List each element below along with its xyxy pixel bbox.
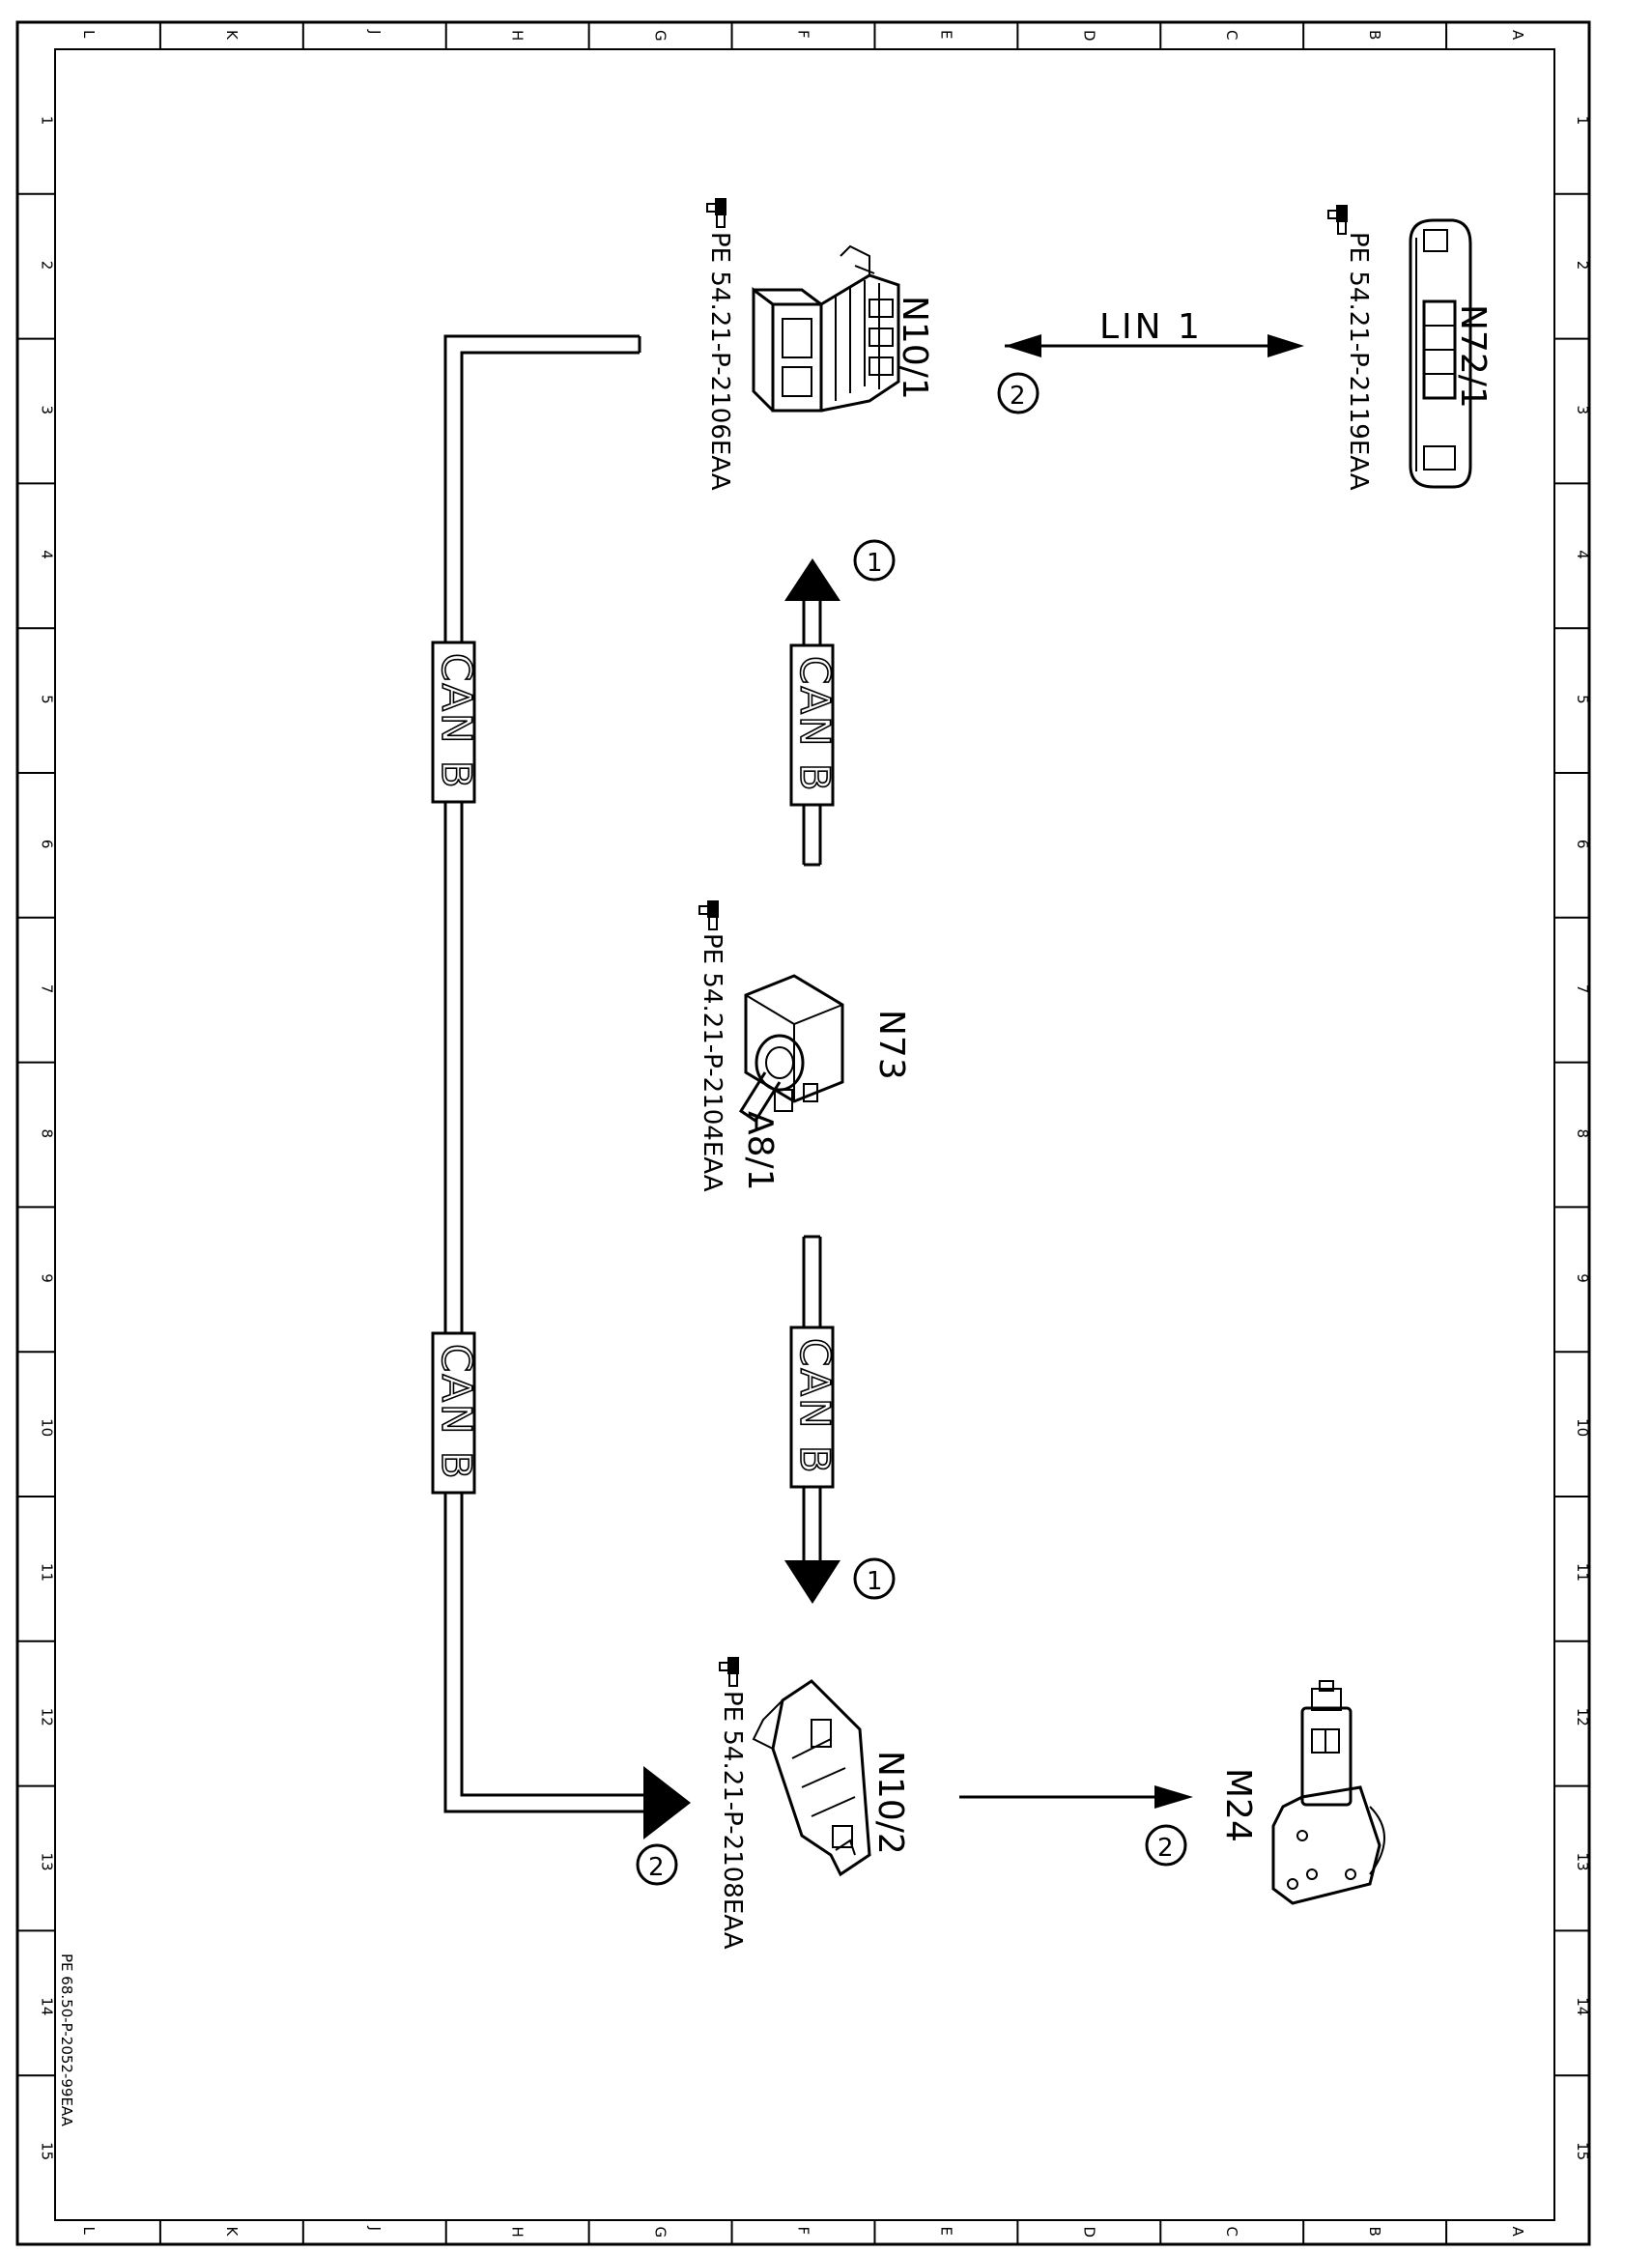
grid-column-label: C: [1223, 2227, 1240, 2237]
grid-column-label: F: [795, 2227, 812, 2236]
rear-module-icon: [752, 1679, 871, 1877]
grid-column-label: K: [223, 30, 241, 41]
grid-column-label: A: [1509, 2227, 1526, 2238]
grid-row-label: 12: [1574, 1708, 1591, 1726]
can-b-label-left-lower: CAN B: [433, 1344, 480, 1481]
n10-2-component[interactable]: N10/2 PE 54.21-P-2108EAA: [718, 1657, 910, 1950]
grid-column-label: J: [366, 2226, 384, 2231]
actuator-motor-icon: [1271, 1680, 1385, 1905]
grid-row-label: 3: [1574, 406, 1591, 415]
grid-row-label: 14: [39, 1997, 56, 2015]
grid-column-label: B: [1366, 2227, 1383, 2237]
n10-2-ref: PE 54.21-P-2108EAA: [718, 1691, 747, 1950]
n10-1-component[interactable]: N10/1 PE 54.21-P-2106EAA: [705, 198, 934, 491]
grid-row-label: 10: [39, 1418, 56, 1437]
grid-column-label: C: [1223, 30, 1240, 40]
grid-column-label: E: [937, 30, 954, 39]
m24-marker: 2: [1157, 1834, 1174, 1863]
grid-row-label: 7: [39, 984, 56, 994]
grid-column-label: H: [509, 2227, 527, 2238]
n72-1-component[interactable]: N72/1 PE 54.21-P-2119EAA: [1327, 205, 1493, 491]
grid-row-label: 14: [1574, 1997, 1591, 2015]
grid-row-label: 1: [1574, 116, 1591, 126]
grid-column-label: G: [652, 2227, 669, 2239]
grid-row-label: 3: [39, 406, 56, 415]
grid-row-label: 13: [1574, 1853, 1591, 1871]
grid-row-label: 15: [1574, 2142, 1591, 2160]
connector-module-icon: [752, 244, 900, 413]
lin1-label: LIN 1: [1099, 307, 1203, 347]
grid-column-label: D: [1080, 30, 1097, 42]
n73-ref: PE 54.21-P-2104EAA: [698, 933, 726, 1192]
grid-row-label: 6: [1574, 840, 1591, 849]
n73-component[interactable]: N73 A8/1 PE 54.21-P-2104EAA: [698, 900, 911, 1192]
grid-row-label: 9: [39, 1273, 56, 1283]
pointing-hand-icon: [1327, 205, 1348, 235]
n72-1-ref: PE 54.21-P-2119EAA: [1344, 232, 1373, 491]
n10-2-label: N10/2: [870, 1751, 910, 1855]
pointing-hand-icon: [719, 1657, 739, 1687]
grid-column-label: G: [652, 30, 669, 42]
grid-row-label: 10: [1574, 1418, 1591, 1437]
grid-row-label: 8: [39, 1129, 56, 1139]
can-b-label-left-upper: CAN B: [433, 653, 480, 790]
grid-row-label: 6: [39, 840, 56, 849]
grid-column-label: L: [80, 2227, 98, 2236]
control-panel-icon: [1409, 218, 1472, 489]
grid-column-label: L: [80, 30, 98, 39]
lin1-bus: LIN 1 2: [997, 307, 1304, 414]
ignition-switch-icon: [738, 974, 844, 1124]
inner-border: [54, 48, 1555, 2221]
grid-column-label: K: [223, 2227, 241, 2238]
grid-column-label: D: [1080, 2227, 1097, 2239]
can-b-up-arrow: CAN B 1: [784, 539, 896, 867]
grid-row-label: 5: [1574, 695, 1591, 704]
grid-column-label: B: [1366, 30, 1383, 40]
can-down-marker: 1: [867, 1567, 883, 1596]
grid-row-label: 13: [39, 1853, 56, 1871]
n72-1-label: N72/1: [1453, 304, 1493, 409]
grid-column-label: H: [509, 30, 527, 41]
grid-column-label: A: [1509, 30, 1526, 41]
grid-row-label: 5: [39, 695, 56, 704]
n10-1-ref: PE 54.21-P-2106EAA: [705, 232, 734, 491]
a8-1-label: A8/1: [740, 1111, 780, 1191]
grid-row-label: 1: [39, 116, 56, 126]
can-b-rail-left: 2 CAN B CAN B: [431, 334, 691, 1886]
pointing-hand-icon: [698, 900, 719, 930]
grid-row-label: 11: [1574, 1563, 1591, 1582]
grid-row-label: 8: [1574, 1129, 1591, 1139]
n10-2-to-m24-line: 2: [959, 1785, 1193, 1867]
can-b-label-down: CAN B: [791, 1338, 839, 1475]
can-left-marker: 2: [648, 1853, 665, 1882]
grid-row-label: 12: [39, 1708, 56, 1726]
grid-row-label: 11: [39, 1563, 56, 1582]
grid-row-label: 15: [39, 2142, 56, 2160]
n73-label: N73: [871, 1010, 911, 1080]
grid-row-label: 2: [39, 261, 56, 271]
pointing-hand-icon: [706, 198, 726, 228]
can-up-marker: 1: [867, 549, 883, 578]
grid-column-label: F: [795, 30, 812, 39]
n10-1-label: N10/1: [895, 296, 934, 400]
can-b-down-arrow: CAN B 1: [784, 1235, 896, 1604]
grid-row-label: 4: [1574, 550, 1591, 559]
grid-row-label: 7: [1574, 984, 1591, 994]
m24-component[interactable]: M24: [1218, 1680, 1385, 1905]
grid-column-label: J: [366, 29, 384, 34]
grid-column-label: E: [937, 2227, 954, 2236]
outer-border: [15, 20, 1591, 2246]
m24-label: M24: [1218, 1768, 1258, 1842]
can-b-label-up: CAN B: [791, 656, 839, 793]
grid-row-label: 2: [1574, 261, 1591, 271]
grid-row-label: 4: [39, 550, 56, 559]
grid-row-label: 9: [1574, 1273, 1591, 1283]
doc-reference: PE 68.50-P-2052-99EAA: [58, 1954, 75, 2127]
lin-marker: 2: [1010, 382, 1026, 411]
